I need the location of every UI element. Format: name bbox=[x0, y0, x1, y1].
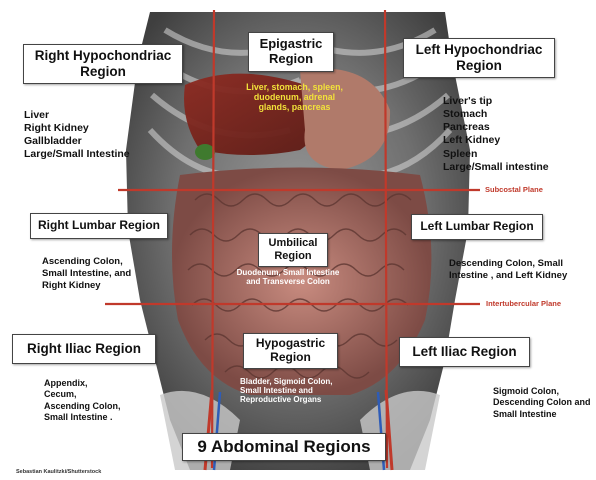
epigastric-label-line1: Epigastric bbox=[260, 37, 323, 52]
left-iliac-organs: Sigmoid Colon, Descending Colon and Smal… bbox=[493, 386, 591, 420]
right-iliac-label: Right Iliac Region bbox=[12, 334, 156, 364]
right-lumbar-organs: Ascending Colon, Small Intestine, and Ri… bbox=[42, 256, 131, 292]
right-hypochondriac-label: Right Hypochondriac Region bbox=[23, 44, 183, 84]
umbilical-organs: Duodenum, Small Intestine and Transverse… bbox=[218, 268, 358, 286]
image-credit: Sebastian Kaulitzki/Shutterstock bbox=[16, 469, 101, 475]
hypogastric-label-line2: Region bbox=[270, 351, 311, 365]
intertubercular-plane-label: Intertubercular Plane bbox=[486, 299, 561, 308]
epigastric-label-line2: Region bbox=[269, 52, 313, 67]
figure-title: 9 Abdominal Regions bbox=[182, 433, 386, 461]
left-hypochondriac-label-line1: Left Hypochondriac bbox=[416, 42, 543, 58]
left-hypochondriac-organs: Liver's tip Stomach Pancreas Left Kidney… bbox=[443, 95, 549, 174]
hypogastric-label-line1: Hypogastric bbox=[256, 337, 325, 351]
right-iliac-organs: Appendix, Cecum, Ascending Colon, Small … bbox=[44, 378, 121, 423]
right-lumbar-label: Right Lumbar Region bbox=[30, 213, 168, 239]
epigastric-organs: Liver, stomach, spleen, duodenum, adrena… bbox=[232, 82, 357, 112]
left-hypochondriac-label-line2: Region bbox=[456, 58, 502, 74]
right-hypochondriac-organs: Liver Right Kidney Gallbladder Large/Sma… bbox=[24, 109, 130, 162]
umbilical-label-line2: Region bbox=[274, 250, 311, 263]
left-lumbar-organs: Descending Colon, Small Intestine , and … bbox=[449, 258, 567, 282]
umbilical-label-line1: Umbilical bbox=[269, 237, 318, 250]
hypogastric-label: Hypogastric Region bbox=[243, 333, 338, 369]
right-hypochondriac-label-line2: Region bbox=[80, 64, 126, 80]
umbilical-label: Umbilical Region bbox=[258, 233, 328, 267]
right-hypochondriac-label-line1: Right Hypochondriac bbox=[35, 48, 172, 64]
subcostal-plane-label: Subcostal Plane bbox=[485, 185, 543, 194]
left-iliac-label: Left Iliac Region bbox=[399, 337, 530, 367]
hypogastric-organs: Bladder, Sigmoid Colon, Small Intestine … bbox=[240, 377, 352, 405]
left-hypochondriac-label: Left Hypochondriac Region bbox=[403, 38, 555, 78]
gallbladder-shape bbox=[195, 144, 215, 160]
left-lumbar-label: Left Lumbar Region bbox=[411, 214, 543, 240]
epigastric-label: Epigastric Region bbox=[248, 32, 334, 72]
